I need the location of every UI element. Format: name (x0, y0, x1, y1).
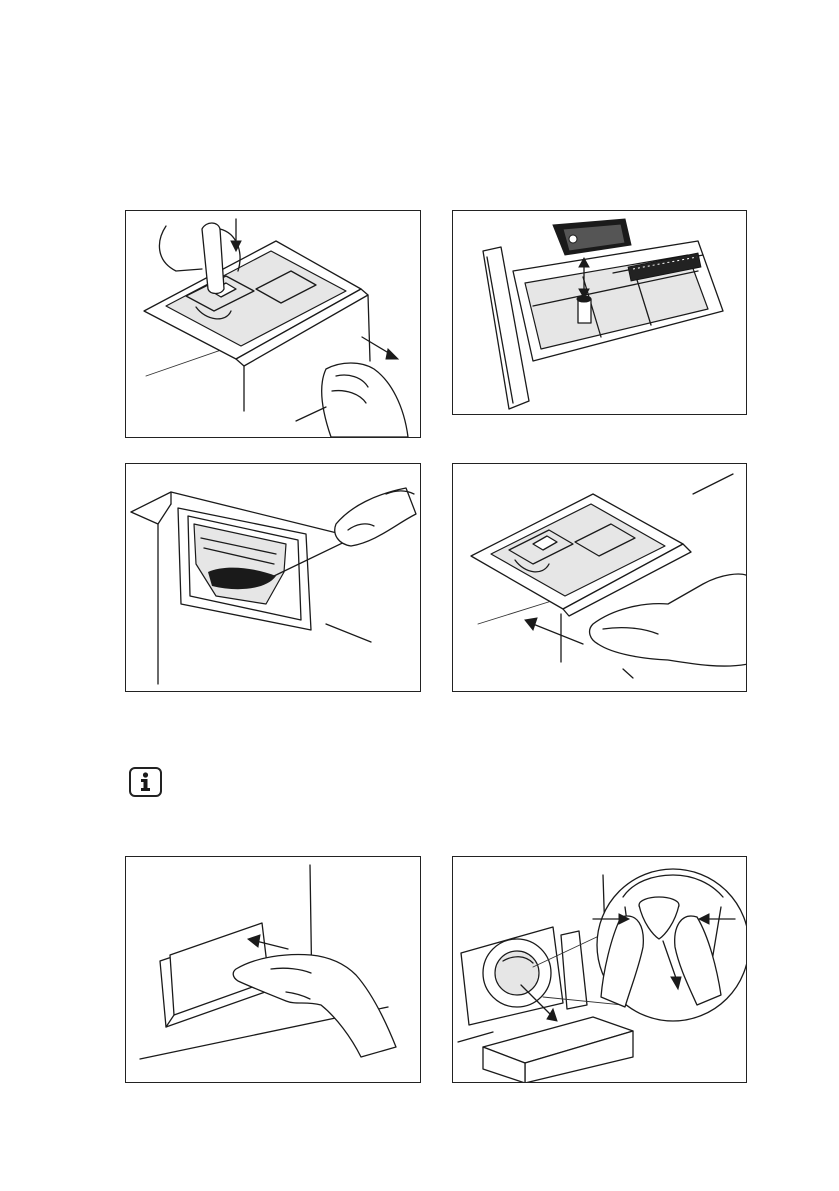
illustration-insert-drawer (452, 463, 747, 692)
illustration-remove-filter (452, 856, 747, 1083)
illustration-remove-insert (452, 210, 747, 415)
info-icon (129, 767, 162, 797)
illustration-open-filter-door (125, 856, 421, 1083)
illustration-brush-recess (125, 463, 421, 692)
illustration-pull-drawer (125, 210, 421, 438)
